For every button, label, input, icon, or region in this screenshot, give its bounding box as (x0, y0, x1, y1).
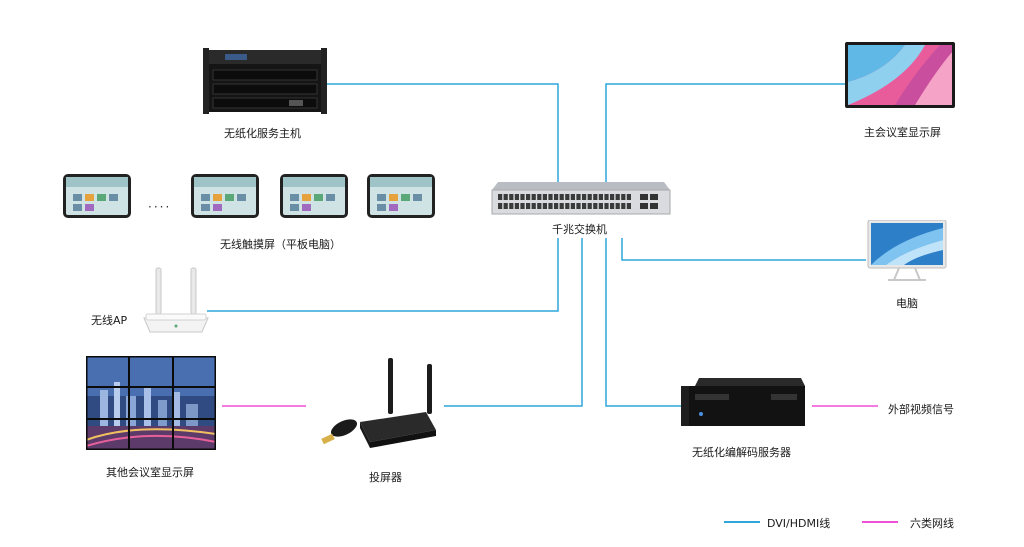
switch-port (593, 203, 598, 209)
switch-port (548, 194, 553, 200)
switch-ports (498, 194, 631, 209)
link-codec-to-switch (605, 238, 682, 407)
link-ap-to-switch (207, 238, 559, 312)
link-server-host-to-switch (326, 83, 559, 188)
switch-port (509, 203, 514, 209)
switch-label: 千兆交换机 (552, 223, 607, 236)
switch-port (531, 194, 536, 200)
computer-label: 电脑 (896, 297, 918, 310)
switch-port (604, 203, 609, 209)
switch-port (565, 194, 570, 200)
other-display (84, 354, 218, 452)
server-host-label: 无纸化服务主机 (224, 127, 301, 140)
switch-port (570, 194, 575, 200)
switch-port (520, 194, 525, 200)
switch-port (576, 194, 581, 200)
screen-cast-box-icon (321, 358, 436, 448)
projector (318, 356, 444, 452)
tablet-2 (191, 174, 259, 218)
switch-port (615, 194, 620, 200)
other-display-label: 其他会议室显示屏 (106, 466, 194, 479)
monitor-icon (845, 42, 955, 108)
tablets-label: 无线触摸屏（平板电脑） (220, 238, 341, 251)
switch-port (587, 194, 592, 200)
tablet-4 (367, 174, 435, 218)
switch-port (498, 203, 503, 209)
external-signal-label: 外部视频信号 (888, 403, 954, 416)
switch-port (615, 203, 620, 209)
switch-port (587, 203, 592, 209)
switch-port (520, 203, 525, 209)
switch-port (582, 194, 587, 200)
switch-port (503, 194, 508, 200)
switch-port (570, 203, 575, 209)
switch-port (537, 203, 542, 209)
tablet-icon (191, 174, 259, 218)
codec-server (681, 376, 805, 428)
tablet-icon (280, 174, 348, 218)
tablet-ellipsis: ···· (148, 200, 172, 214)
switch-port (554, 194, 559, 200)
switch-port (514, 194, 519, 200)
link-projector-to-switch (444, 238, 583, 407)
wireless-ap (140, 266, 212, 336)
rack-server-icon (681, 378, 805, 426)
projector-label: 投屏器 (369, 471, 402, 484)
switch-port (621, 194, 626, 200)
switch-port (598, 194, 603, 200)
switch-port (626, 194, 631, 200)
switch-port (621, 203, 626, 209)
video-wall-icon (84, 354, 218, 452)
switch-port (554, 203, 559, 209)
switch-port (565, 203, 570, 209)
legend-cat6-swatch (862, 521, 898, 523)
switch-port (542, 194, 547, 200)
switch-port (559, 194, 564, 200)
server-host (203, 48, 327, 116)
network-switch-icon (491, 182, 671, 215)
switch-port (542, 203, 547, 209)
switch-port (604, 194, 609, 200)
switch-port (610, 203, 615, 209)
main-display (845, 42, 955, 108)
tablet-icon (63, 174, 131, 218)
switch-port (576, 203, 581, 209)
switch-port (498, 194, 503, 200)
switch-port (610, 194, 615, 200)
switch-port (514, 203, 519, 209)
switch-port (626, 203, 631, 209)
monitor-icon (867, 219, 947, 281)
router-icon (143, 267, 209, 333)
tablet-icon (367, 174, 435, 218)
link-computer-to-switch (621, 238, 866, 261)
switch-port (548, 203, 553, 209)
wireless-ap-label: 无线AP (91, 314, 128, 327)
switch (490, 180, 672, 216)
legend-dvi-hdmi-label: DVI/HDMI线 (767, 517, 831, 530)
main-display-label: 主会议室显示屏 (864, 126, 941, 139)
tablet-1 (63, 174, 131, 218)
switch-port (537, 194, 542, 200)
switch-port (559, 203, 564, 209)
computer (866, 219, 948, 282)
legend-dvi-hdmi-swatch (724, 521, 760, 523)
switch-port (593, 194, 598, 200)
codec-server-label: 无纸化编解码服务器 (692, 446, 791, 459)
switch-port (526, 194, 531, 200)
switch-port (598, 203, 603, 209)
tablet-3 (280, 174, 348, 218)
link-main-display-to-switch (605, 83, 846, 188)
switch-port (582, 203, 587, 209)
switch-port (526, 203, 531, 209)
legend-cat6-label: 六类网线 (910, 517, 954, 530)
switch-port (503, 203, 508, 209)
switch-port (509, 194, 514, 200)
rack-server-icon (203, 48, 327, 114)
switch-port (531, 203, 536, 209)
